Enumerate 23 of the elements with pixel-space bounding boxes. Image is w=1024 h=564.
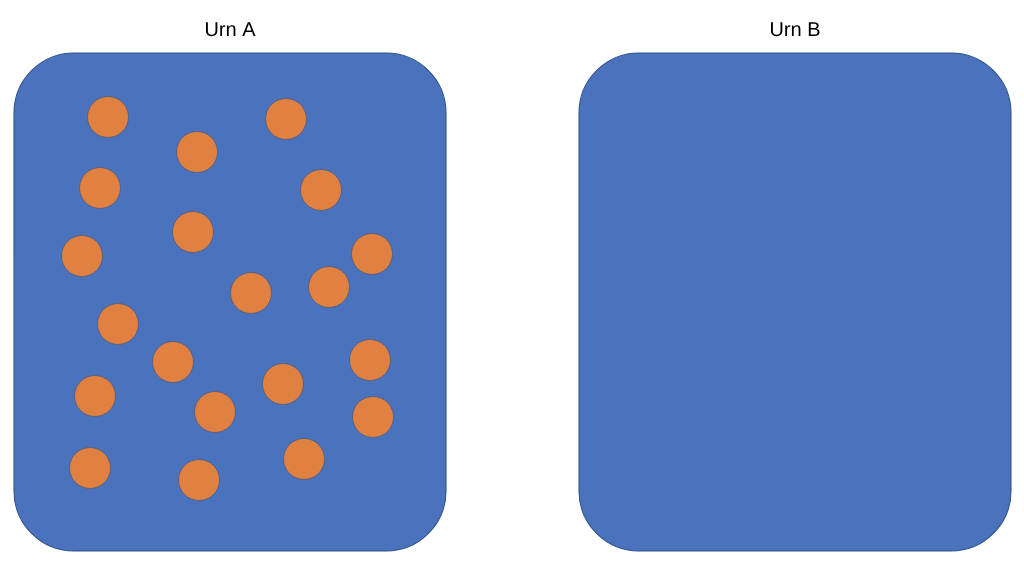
- ball: [351, 233, 393, 275]
- ball: [262, 363, 304, 405]
- ball: [308, 266, 350, 308]
- ball: [79, 167, 121, 209]
- ball: [178, 459, 220, 501]
- ball: [61, 235, 103, 277]
- ball: [87, 96, 129, 138]
- ball: [349, 339, 391, 381]
- ball: [300, 169, 342, 211]
- urn-box: Urn B: [578, 22, 1012, 552]
- ball: [230, 272, 272, 314]
- ball: [283, 438, 325, 480]
- ball: [152, 341, 194, 383]
- ball: [172, 211, 214, 253]
- ball: [97, 303, 139, 345]
- node-label: Urn A: [205, 22, 256, 37]
- ball: [352, 396, 394, 438]
- ball: [74, 375, 116, 417]
- node-label: Urn B: [771, 22, 820, 37]
- ball: [176, 131, 218, 173]
- ball: [265, 98, 307, 140]
- ball: [69, 447, 111, 489]
- ball: [194, 391, 236, 433]
